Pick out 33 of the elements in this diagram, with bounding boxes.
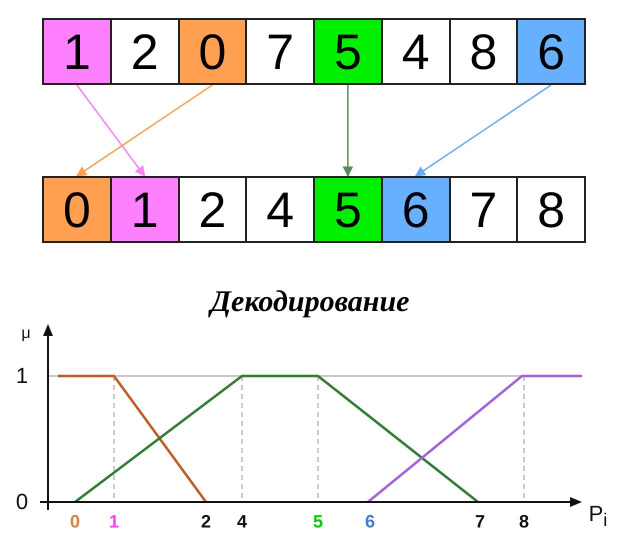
chart-title: Декодирование <box>0 285 620 319</box>
number-cell: 4 <box>380 18 450 85</box>
tick-label: 0 <box>70 512 80 532</box>
number-cell: 5 <box>313 18 383 85</box>
tick-label: 4 <box>237 512 247 532</box>
tick-label: 7 <box>475 512 485 532</box>
tick-label: 5 <box>313 512 323 532</box>
number-cell: 7 <box>448 176 518 243</box>
tick-label: 8 <box>519 512 529 532</box>
number-cell: 2 <box>110 18 180 85</box>
axis-label: μ <box>21 325 31 343</box>
tick-label: 6 <box>365 512 375 532</box>
number-cell: 7 <box>245 18 315 85</box>
number-cell: 5 <box>313 176 383 243</box>
number-cell: 1 <box>110 176 180 243</box>
number-cell: 8 <box>448 18 518 85</box>
tick-label: 1 <box>109 512 119 532</box>
number-cell: 1 <box>42 18 112 85</box>
tick-label: 0 <box>16 489 28 515</box>
number-cell: 4 <box>245 176 315 243</box>
number-cell: 0 <box>178 18 248 85</box>
number-cell: 0 <box>42 176 112 243</box>
arrow <box>414 84 552 177</box>
arrow <box>76 84 213 177</box>
number-cell: 2 <box>178 176 248 243</box>
number-cell: 8 <box>516 176 586 243</box>
axis-label: P$_{i}$ <box>588 500 608 532</box>
tick-label: 1 <box>16 363 28 389</box>
tick-label: 2 <box>201 512 211 532</box>
number-cell: 6 <box>516 18 586 85</box>
number-cell: 6 <box>380 176 450 243</box>
arrow <box>342 85 354 178</box>
arrow <box>76 84 146 177</box>
